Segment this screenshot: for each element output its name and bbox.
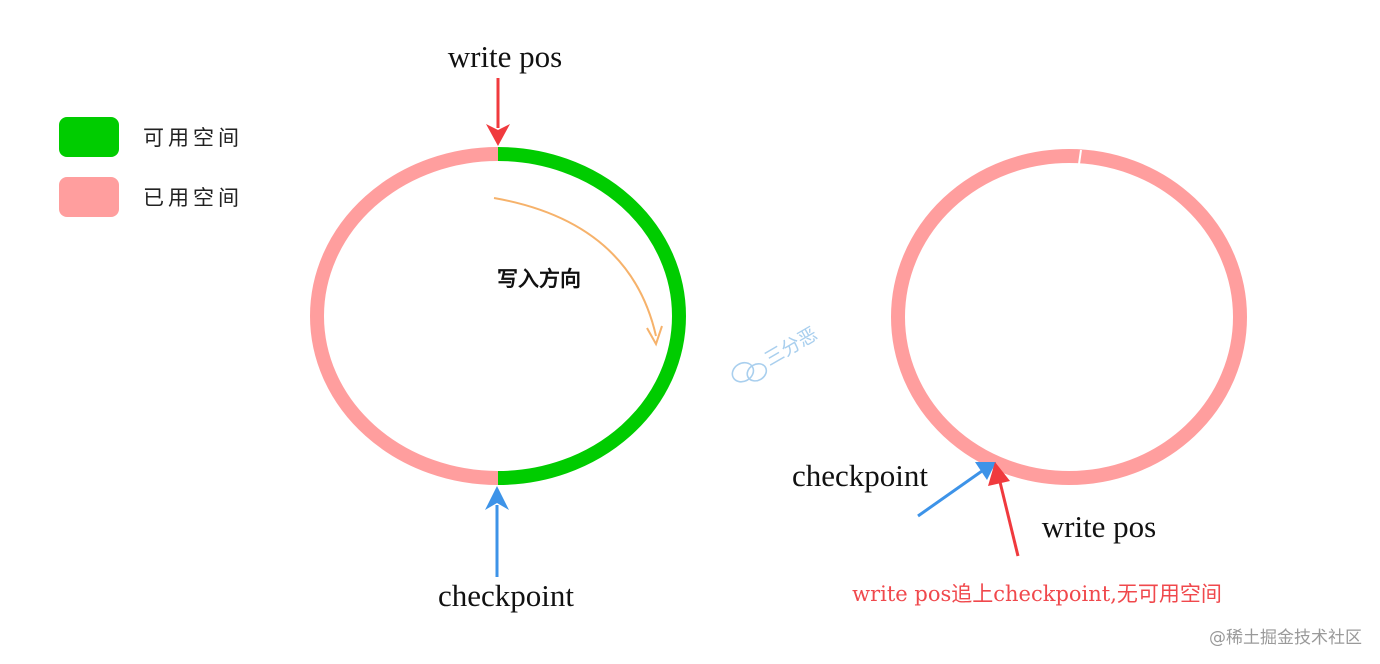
left-ring: [310, 147, 686, 485]
chat-bubble-icon: [731, 361, 768, 383]
legend-available: 可用空间: [59, 117, 243, 157]
corner-watermark: @稀土掘金技术社区: [1209, 628, 1362, 648]
center-watermark-text: 三分恶: [761, 323, 821, 371]
left-write-pos-arrow: [486, 78, 510, 146]
left-ring-available-arc: [497, 147, 686, 485]
right-write-pos-label: write pos: [1042, 509, 1157, 544]
right-ring-seam: [1078, 149, 1082, 165]
left-write-pos-label: write pos: [448, 39, 563, 74]
right-caption: write pos追上checkpoint,无可用空间: [852, 582, 1222, 606]
right-write-pos-arrow: [988, 462, 1020, 557]
left-checkpoint-arrow: [485, 486, 509, 577]
legend-used-label: 已用空间: [143, 186, 243, 210]
right-checkpoint-label: checkpoint: [792, 458, 928, 493]
center-watermark: 三分恶: [731, 323, 821, 383]
right-checkpoint-arrow: [917, 462, 996, 518]
right-ring-used: [891, 149, 1247, 485]
legend-used-swatch: [59, 177, 119, 217]
legend-available-swatch: [59, 117, 119, 157]
write-direction-label: 写入方向: [497, 266, 581, 291]
legend-used: 已用空间: [59, 177, 243, 217]
write-direction-arrow: [493, 197, 663, 347]
left-ring-used-arc: [310, 147, 499, 485]
left-checkpoint-label: checkpoint: [438, 578, 574, 613]
legend-available-label: 可用空间: [143, 126, 243, 150]
